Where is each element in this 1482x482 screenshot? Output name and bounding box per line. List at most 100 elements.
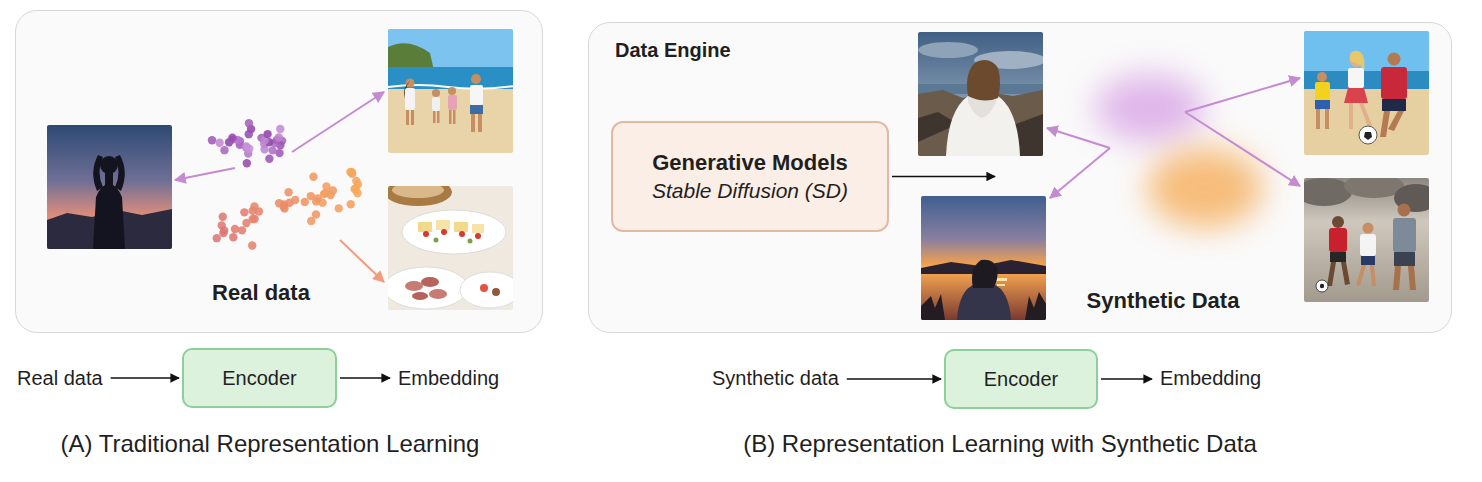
embedding-point <box>245 130 253 138</box>
illustration-part <box>1408 266 1416 290</box>
illustration-part <box>1364 132 1372 140</box>
illustration-part <box>392 186 444 198</box>
illustration-part <box>1393 218 1416 252</box>
panel-ground <box>588 22 1452 333</box>
illustration-part <box>459 231 465 237</box>
embedding-point <box>248 241 256 249</box>
illustration-part <box>918 42 978 58</box>
illustration-part <box>1047 128 1110 148</box>
illustration-part <box>433 111 436 123</box>
illustration-part <box>1317 72 1327 82</box>
embedding-point <box>215 139 223 147</box>
box-title: Encoder <box>222 366 297 391</box>
illustration-part <box>1025 292 1046 320</box>
illustration-part <box>1356 265 1366 286</box>
illustration-part <box>1327 262 1336 286</box>
illustration-part <box>1361 256 1375 265</box>
illustration-part <box>448 95 457 110</box>
embedding-cloud <box>1147 148 1263 228</box>
illustration-part <box>434 238 439 243</box>
embedding-point <box>335 204 343 212</box>
embedding-point <box>268 146 276 154</box>
illustration-part <box>388 29 513 153</box>
illustration-part <box>411 110 414 125</box>
embedding-point <box>291 196 299 204</box>
illustration-part <box>388 186 452 206</box>
illustration-part <box>100 156 118 174</box>
illustration-part <box>972 260 998 288</box>
illustration-part <box>449 110 452 124</box>
photo-woman-rocks <box>918 32 1043 156</box>
illustration-part <box>1370 265 1376 286</box>
illustration-part <box>997 284 1005 286</box>
embedding-point <box>309 173 317 181</box>
illustration-part <box>429 289 447 299</box>
box-subtitle: Stable Diffusion (SD) <box>652 178 848 204</box>
input-label: Real data <box>17 366 103 390</box>
illustration-part <box>1316 109 1320 129</box>
illustration-part <box>921 294 945 320</box>
embedding-point <box>280 203 288 211</box>
illustration-part <box>1330 252 1346 262</box>
illustration-part <box>1381 67 1407 99</box>
illustration-part <box>448 87 456 95</box>
embedding-point <box>320 190 328 198</box>
illustration-part <box>1393 266 1401 290</box>
illustration-part <box>1350 51 1365 71</box>
illustration-part <box>1398 204 1411 217</box>
illustration-part <box>405 281 423 291</box>
illustration-part <box>918 32 1043 156</box>
embedding-point <box>329 186 337 194</box>
illustration-part <box>492 288 500 296</box>
illustration-part <box>453 110 456 124</box>
panel-label: Synthetic Data <box>1053 287 1273 315</box>
illustration-part <box>340 240 384 282</box>
illustration-part <box>421 277 439 287</box>
illustration-part <box>1320 284 1324 288</box>
photo-food <box>388 186 513 310</box>
illustration-part <box>402 210 506 254</box>
illustration-part <box>475 233 481 239</box>
embedding-point <box>219 213 227 221</box>
illustration-part <box>1304 31 1429 75</box>
illustration-part <box>405 88 415 110</box>
process-box: Generative ModelsStable Diffusion (SD) <box>611 121 889 232</box>
illustration-part <box>175 168 235 180</box>
flow-arrow <box>847 378 941 380</box>
flow-arrow <box>340 377 390 379</box>
photo-sunset-lake <box>921 196 1046 320</box>
encoder-box: Encoder <box>182 348 337 408</box>
photo-beach <box>388 29 513 153</box>
illustration-part <box>423 231 429 237</box>
illustration-part <box>471 114 475 132</box>
illustration-part <box>471 74 481 84</box>
illustration-part <box>292 92 384 152</box>
flow-arrow <box>1101 378 1152 380</box>
illustration-part <box>418 222 432 232</box>
embedding-point <box>260 145 268 153</box>
illustration-part <box>1363 223 1374 234</box>
illustration-part <box>1341 262 1350 285</box>
embedding-point <box>240 208 248 216</box>
illustration-part <box>441 229 447 235</box>
embedding-point <box>250 202 258 210</box>
illustration-part <box>1332 216 1344 228</box>
embedding-point <box>220 146 228 154</box>
box-title: Encoder <box>984 367 1059 392</box>
illustration-part <box>1394 252 1415 266</box>
illustration-part <box>432 89 440 97</box>
illustration-part <box>1359 126 1377 144</box>
embedding-point <box>347 200 355 208</box>
illustration-part <box>1380 111 1390 137</box>
embedding-point <box>245 119 253 127</box>
illustration-part <box>472 224 484 233</box>
embedding-point <box>238 226 246 234</box>
illustration-part <box>1185 112 1300 186</box>
illustration-part <box>1329 228 1347 252</box>
illustration-part <box>1304 31 1429 155</box>
embedding-scatter <box>208 119 362 250</box>
illustration-part <box>480 284 488 292</box>
encoder-box: Encoder <box>944 349 1098 409</box>
illustration-part <box>1359 103 1372 127</box>
